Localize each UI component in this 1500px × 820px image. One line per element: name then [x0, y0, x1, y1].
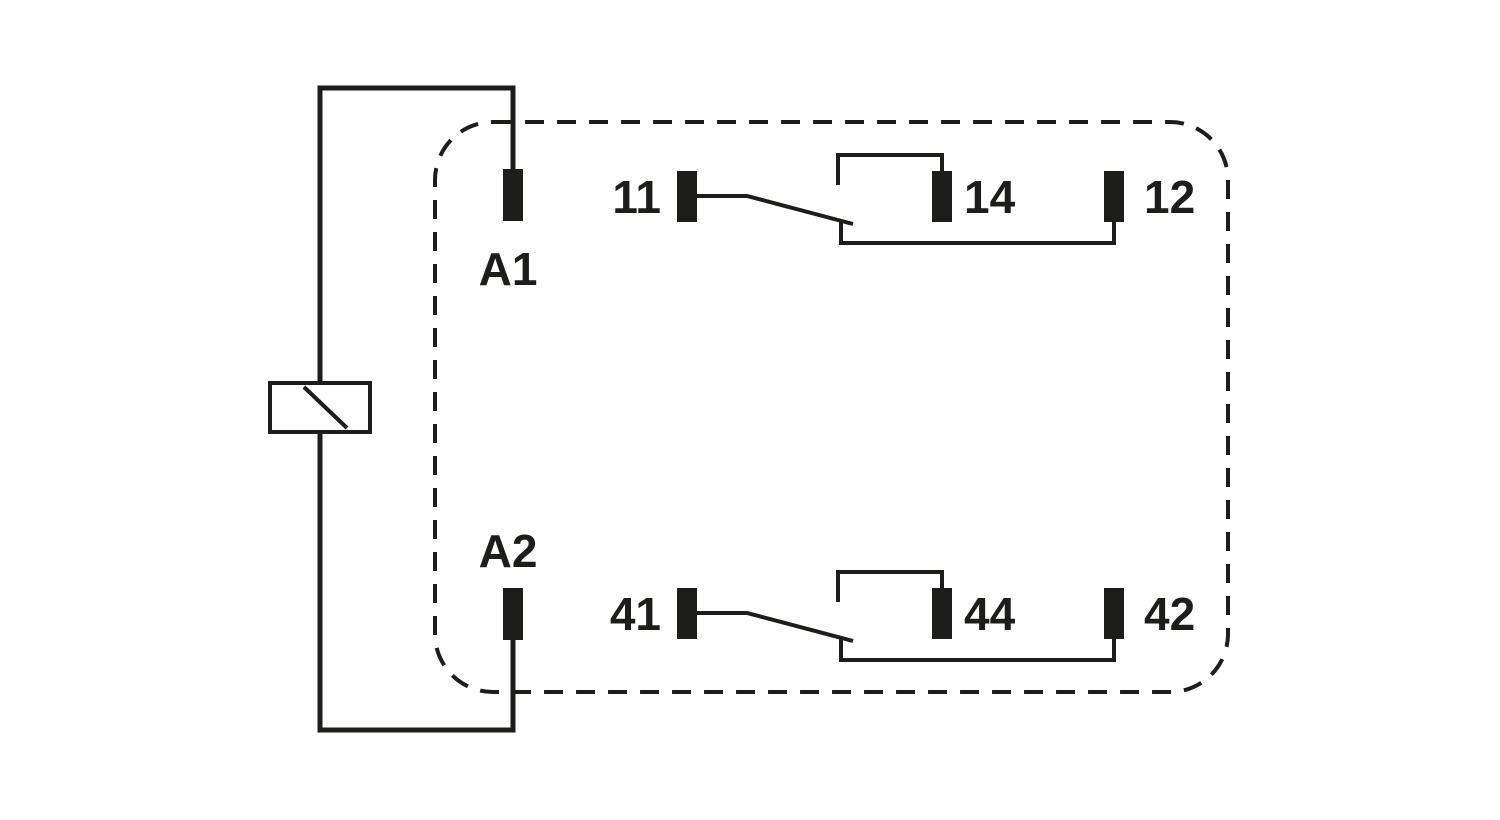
- contact-group-1: 11 14 12: [612, 153, 1195, 245]
- terminal-pin-44: [932, 588, 952, 639]
- coil-supply-line-top: [317, 85, 516, 383]
- relay-housing-outline: [433, 120, 1230, 694]
- terminal-label-44: 44: [964, 588, 1016, 640]
- contact-arm-2: [697, 611, 854, 643]
- terminal-pin-a1: [503, 169, 523, 221]
- terminal-label-a2: A2: [479, 525, 538, 577]
- terminal-pin-41: [677, 588, 697, 639]
- contact-group-2: 41 44 42: [610, 570, 1195, 662]
- terminal-pin-42: [1104, 588, 1124, 639]
- terminal-label-41: 41: [610, 588, 661, 640]
- terminal-label-a1: A1: [479, 243, 538, 295]
- nc-contact-link-2: [839, 638, 1116, 662]
- coil-diagonal-stroke: [302, 385, 349, 430]
- terminal-label-12: 12: [1144, 171, 1195, 223]
- contact-arm-1: [697, 194, 854, 226]
- terminal-label-14: 14: [964, 171, 1016, 223]
- terminal-pin-12: [1104, 171, 1124, 222]
- no-contact-link-1: [836, 153, 944, 185]
- terminal-label-42: 42: [1144, 588, 1195, 640]
- terminal-label-11: 11: [612, 171, 661, 223]
- nc-contact-link-1: [839, 221, 1116, 245]
- terminal-pin-11: [677, 171, 697, 222]
- no-contact-link-2: [836, 570, 944, 602]
- terminal-pin-a2: [503, 588, 523, 640]
- terminal-pin-14: [932, 171, 952, 222]
- coil-symbol: [268, 381, 372, 434]
- coil-supply-line-bottom: [317, 432, 516, 733]
